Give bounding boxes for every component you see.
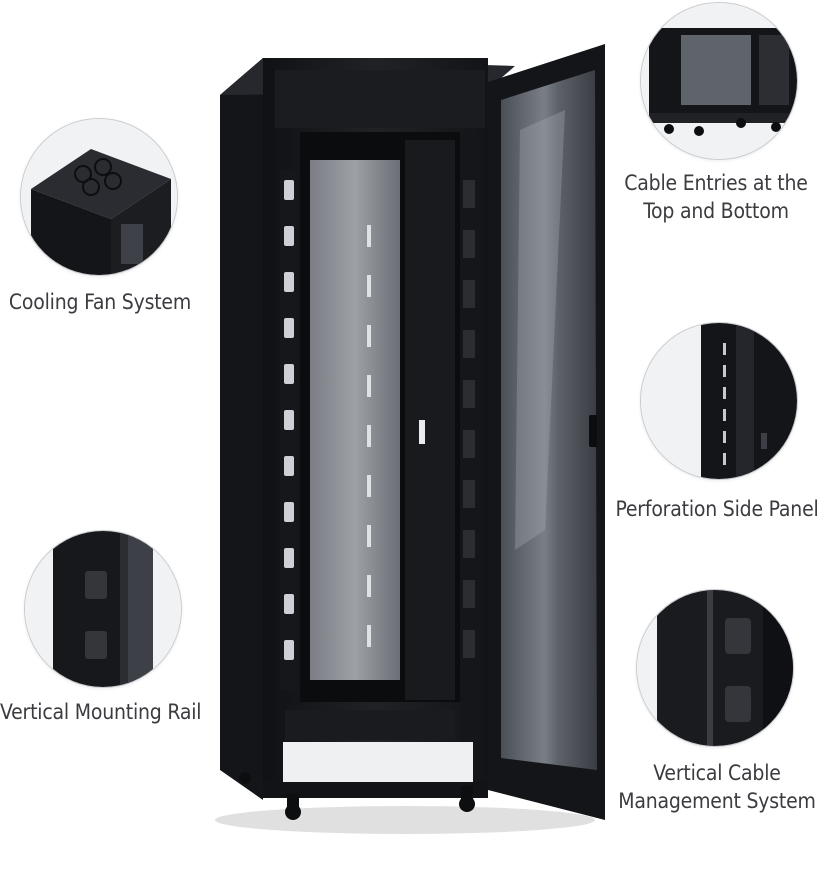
cooling-fan-text: Cooling Fan System bbox=[8, 290, 192, 314]
cable-management-callout bbox=[636, 589, 794, 747]
cable-entries-callout bbox=[640, 2, 798, 160]
cable-entries-line1: Cable Entries at the bbox=[624, 171, 808, 195]
cooling-fan-label: Cooling Fan System bbox=[0, 288, 200, 316]
mounting-rail-text: Vertical Mounting Rail bbox=[0, 700, 202, 724]
server-rack-cabinet-image bbox=[215, 44, 605, 834]
cable-management-icon bbox=[637, 590, 793, 746]
cooling-fan-icon bbox=[21, 119, 177, 275]
perforation-panel-callout bbox=[640, 322, 798, 480]
cable-management-line2: Management System bbox=[618, 789, 816, 813]
perforated-panel-icon bbox=[641, 323, 797, 479]
cable-management-label: Vertical Cable Management System bbox=[606, 759, 820, 815]
cooling-fan-callout bbox=[20, 118, 178, 276]
mounting-rail-icon bbox=[25, 531, 181, 687]
perforation-panel-label: Perforation Side Panel bbox=[606, 495, 820, 523]
perforation-panel-text: Perforation Side Panel bbox=[615, 497, 819, 521]
mounting-rail-label: Vertical Mounting Rail bbox=[0, 698, 202, 726]
cable-entries-label: Cable Entries at the Top and Bottom bbox=[600, 169, 820, 225]
cable-management-line1: Vertical Cable bbox=[653, 761, 781, 785]
cable-entries-line2: Top and Bottom bbox=[643, 199, 789, 223]
cable-entry-icon bbox=[641, 3, 797, 159]
mounting-rail-callout bbox=[24, 530, 182, 688]
